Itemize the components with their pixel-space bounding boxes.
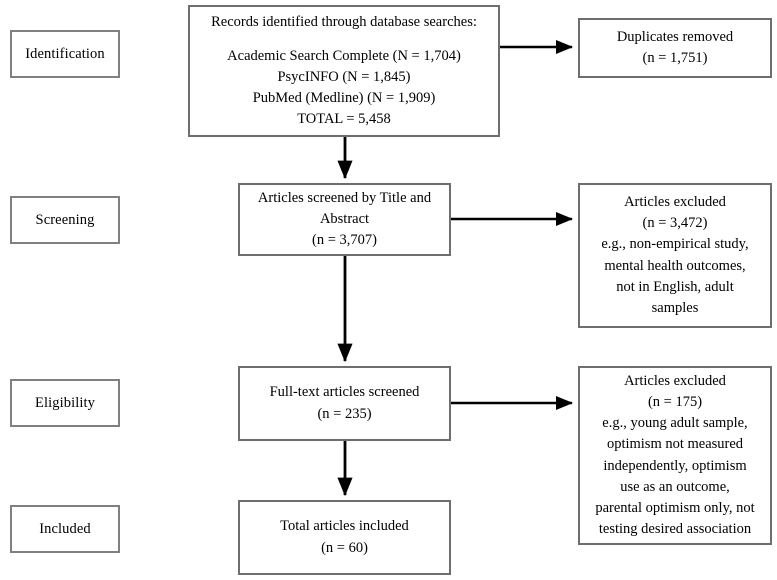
box-line: Records identified through database sear… xyxy=(211,13,477,30)
box-line: Total articles included xyxy=(280,518,409,535)
box-line: PubMed (Medline) (N = 1,909) xyxy=(252,90,436,107)
box-duplicates-removed: Duplicates removed (n = 1,751) xyxy=(578,18,772,78)
box-eligibility-excluded: Articles excluded (n = 175) e.g., young … xyxy=(578,366,772,545)
stage-label-text: Identification xyxy=(25,45,105,62)
stage-label-eligibility: Eligibility xyxy=(10,379,120,427)
box-line-spacer xyxy=(198,33,490,47)
box-line: (n = 1,751) xyxy=(642,50,708,66)
box-line: parental optimism only, not xyxy=(595,499,755,516)
box-line: Articles excluded xyxy=(624,194,726,211)
box-line: Academic Search Complete (N = 1,704) xyxy=(227,48,461,65)
box-line: (n = 3,472) xyxy=(642,215,708,232)
box-line: not in English, adult xyxy=(616,278,734,295)
box-line: e.g., non-empirical study, xyxy=(601,236,749,253)
stage-label-screening: Screening xyxy=(10,196,120,244)
box-records-identified: Records identified through database sear… xyxy=(188,5,500,137)
stage-label-text: Screening xyxy=(35,211,95,228)
box-fulltext-screened: Full-text articles screened (n = 235) xyxy=(238,366,451,441)
box-line: testing desired association xyxy=(598,520,752,537)
box-line: PsycINFO (N = 1,845) xyxy=(277,69,411,86)
box-line: Abstract xyxy=(319,211,370,227)
box-line: use as an outcome, xyxy=(620,478,730,495)
box-line: (n = 175) xyxy=(647,394,703,411)
stage-label-identification: Identification xyxy=(10,30,120,78)
stage-label-text: Included xyxy=(39,520,91,537)
stage-label-included: Included xyxy=(10,505,120,553)
box-line: Duplicates removed xyxy=(616,28,734,45)
box-articles-screened: Articles screened by Title and Abstract … xyxy=(238,183,451,256)
box-line: Articles excluded xyxy=(624,373,726,390)
box-line: Full-text articles screened xyxy=(269,384,420,401)
box-screening-excluded: Articles excluded (n = 3,472) e.g., non-… xyxy=(578,183,772,328)
box-line: samples xyxy=(651,299,699,316)
box-line: e.g., young adult sample, xyxy=(602,415,748,432)
stage-label-text: Eligibility xyxy=(35,394,95,411)
box-line: optimism not measured xyxy=(606,436,744,453)
box-line: (n = 3,707) xyxy=(312,232,377,249)
box-line: mental health outcomes, xyxy=(604,257,746,274)
box-line: (n = 235) xyxy=(317,405,372,422)
box-line: independently, optimism xyxy=(603,457,747,474)
box-line: (n = 60) xyxy=(321,539,368,556)
box-line: TOTAL = 5,458 xyxy=(297,111,391,128)
box-total-included: Total articles included (n = 60) xyxy=(238,500,451,575)
box-line: Articles screened by Title and xyxy=(257,189,432,206)
